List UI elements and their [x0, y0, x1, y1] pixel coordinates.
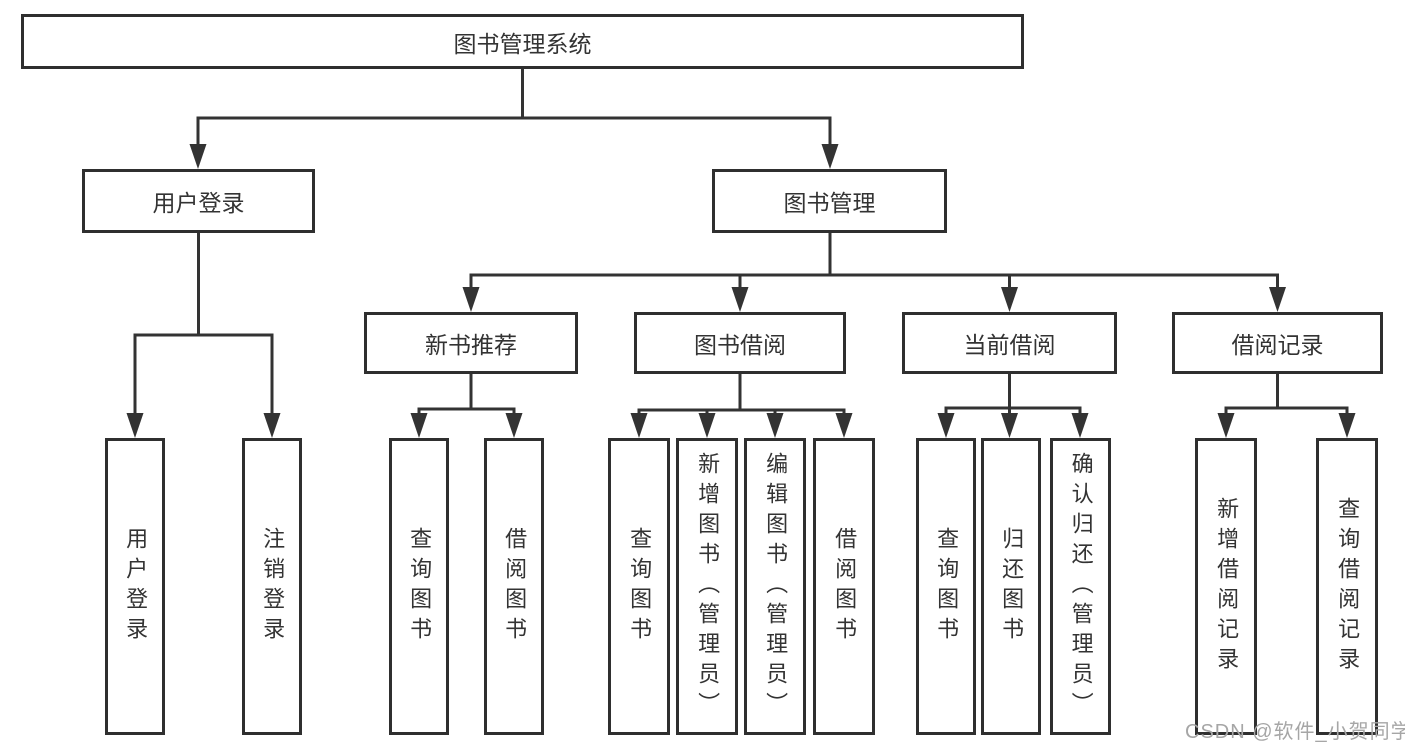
node-user-login: 用户登录	[82, 169, 315, 233]
leaf-edit-book-admin: 编辑图书（管理员）	[744, 438, 806, 735]
leaf-borrow-books: 借阅图书	[813, 438, 875, 735]
node-label: 注销登录	[260, 526, 286, 647]
node-label: 新增图书（管理员）	[695, 451, 721, 722]
node-label: 查询图书	[934, 526, 960, 647]
node-label: 图书借阅	[694, 332, 786, 358]
node-library-management-system: 图书管理系统	[21, 14, 1024, 69]
connector-borrow-records-children	[1217, 372, 1356, 438]
node-label: 编辑图书（管理员）	[763, 451, 789, 722]
connector-root-to-level2	[189, 67, 839, 169]
node-label: 图书管理系统	[453, 30, 592, 57]
node-label: 借阅记录	[1231, 332, 1324, 358]
node-label: 用户登录	[123, 526, 149, 647]
node-new-book-recommend: 新书推荐	[364, 312, 578, 374]
node-label: 借阅图书	[832, 526, 858, 647]
node-label: 新增借阅记录	[1214, 496, 1240, 677]
leaf-query-books-recommend: 查询图书	[389, 438, 449, 735]
node-label: 新书推荐	[425, 332, 517, 358]
connector-user-login-children	[126, 231, 281, 438]
leaf-query-borrow-record: 查询借阅记录	[1316, 438, 1378, 735]
leaf-confirm-return-admin: 确认归还（管理员）	[1050, 438, 1111, 735]
connector-book-management-children	[462, 231, 1286, 312]
node-current-borrow: 当前借阅	[902, 312, 1117, 374]
leaf-borrow-books-recommend: 借阅图书	[484, 438, 544, 735]
node-label: 查询图书	[627, 526, 653, 647]
leaf-query-books-borrow: 查询图书	[608, 438, 670, 735]
node-book-management: 图书管理	[712, 169, 947, 233]
leaf-add-borrow-record: 新增借阅记录	[1195, 438, 1257, 735]
node-label: 当前借阅	[963, 332, 1056, 358]
node-label: 图书管理	[783, 190, 876, 216]
connector-new-book-recommend-children	[410, 372, 523, 438]
connector-book-borrow-children	[630, 372, 853, 438]
leaf-return-books: 归还图书	[981, 438, 1041, 735]
node-label: 查询借阅记录	[1335, 496, 1361, 677]
node-label: 借阅图书	[502, 526, 528, 647]
watermark: CSDN @软件_小贺同学	[1185, 721, 1405, 743]
connector-current-borrow-children	[937, 372, 1089, 438]
node-label: 用户登录	[152, 190, 245, 216]
leaf-add-book-admin: 新增图书（管理员）	[676, 438, 738, 735]
node-label: 确认归还（管理员）	[1068, 451, 1094, 722]
node-book-borrow: 图书借阅	[634, 312, 846, 374]
leaf-query-books-current: 查询图书	[916, 438, 976, 735]
leaf-user-login: 用户登录	[105, 438, 165, 735]
node-label: 查询图书	[407, 526, 433, 647]
node-label: 归还图书	[999, 526, 1025, 647]
node-borrow-records: 借阅记录	[1172, 312, 1383, 374]
leaf-logout: 注销登录	[242, 438, 302, 735]
